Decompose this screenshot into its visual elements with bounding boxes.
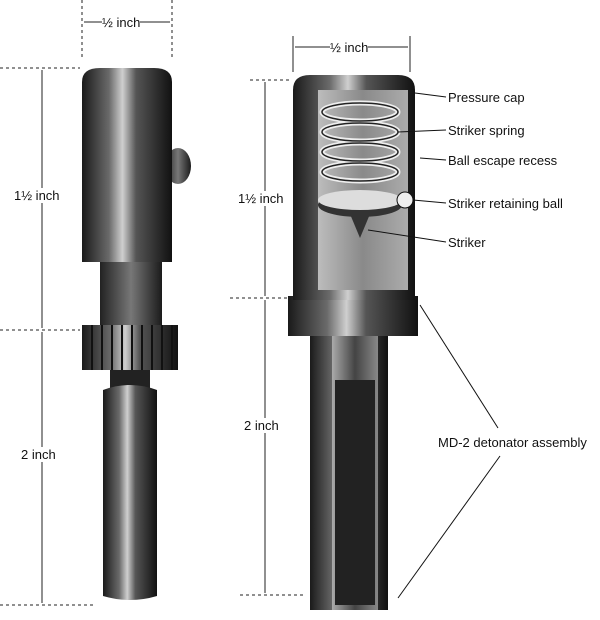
right-fuze-cutaway (288, 75, 418, 610)
right-dimension-lines (230, 36, 411, 596)
left-fuze-exterior (82, 68, 191, 600)
callout-md2-detonator-assembly: MD-2 detonator assembly (438, 435, 587, 450)
left-upper-height-label: 1½ inch (14, 188, 60, 203)
right-width-label: ½ inch (330, 40, 369, 55)
left-width-label: ½ inch (102, 15, 141, 30)
callout-pressure-cap: Pressure cap (448, 90, 525, 105)
left-lower-height-label: 2 inch (21, 447, 56, 462)
callout-striker-retaining-ball: Striker retaining ball (448, 196, 563, 211)
right-upper-height-label: 1½ inch (238, 191, 284, 206)
callout-striker-spring: Striker spring (448, 123, 525, 138)
right-lower-height-label: 2 inch (244, 418, 279, 433)
callout-leaders (367, 92, 501, 599)
callout-striker: Striker (448, 235, 486, 250)
callout-ball-escape-recess: Ball escape recess (448, 153, 558, 168)
